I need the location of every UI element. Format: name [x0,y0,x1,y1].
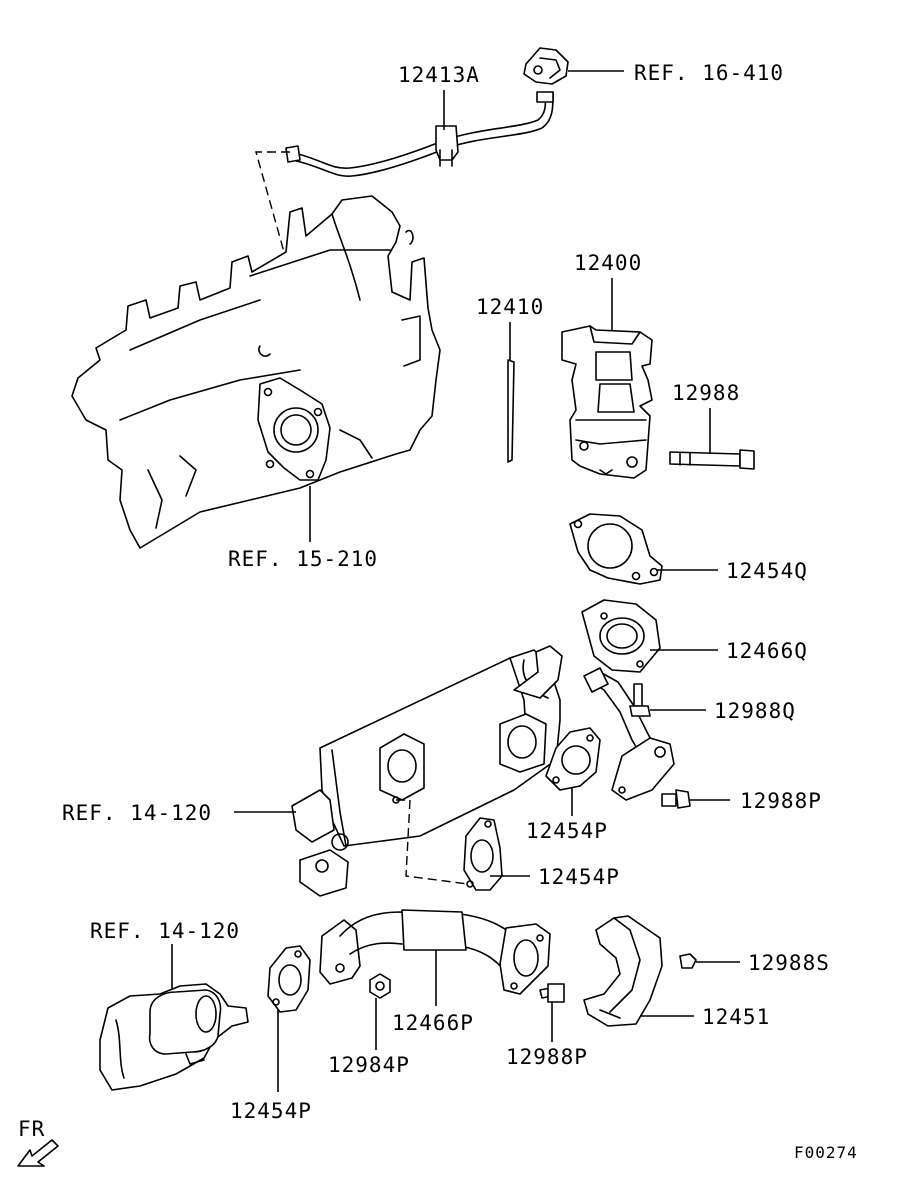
label-12454p-lower: 12454P [230,1099,312,1123]
bolt-12988 [669,449,755,470]
solenoid-connector [523,47,569,85]
label-12988q: 12988Q [714,699,796,723]
label-12988p-upper: 12988P [740,789,822,813]
label-12454p-upper: 12454P [526,819,608,843]
vacuum-hose-12413a [285,91,554,177]
label-ref-15-210: REF. 15-210 [228,547,378,571]
label-12454q: 12454Q [726,559,808,583]
stud-12988q [629,683,651,717]
front-arrow-icon [17,1139,59,1167]
egr-cooler [291,645,563,897]
bolt-12988s [679,953,697,969]
label-12413a: 12413A [398,63,480,87]
label-12400: 12400 [574,251,642,275]
engine-block [71,195,441,549]
label-12410: 12410 [476,295,544,319]
label-12988: 12988 [672,381,740,405]
gasket-12454p-b [463,817,503,891]
gasket-12410 [507,359,515,463]
pipe-12466p [319,909,551,995]
label-12466p: 12466P [392,1011,474,1035]
label-12451: 12451 [702,1005,770,1029]
nut-12984p [369,973,391,999]
lower-housing-ref14120 [99,983,249,1091]
label-12988p-lower: 12988P [506,1045,588,1069]
gasket-12454q [569,513,663,585]
egr-valve-12400 [561,325,653,479]
label-12988s: 12988S [748,951,830,975]
label-12454p-middle: 12454P [538,865,620,889]
heat-protector-12451 [583,915,663,1027]
engine-egr-flange [257,377,331,481]
label-fr: FR [18,1117,45,1141]
bolt-12988p-upper [661,789,691,809]
label-ref-16-410: REF. 16-410 [634,61,784,85]
label-ref-14-120-upper: REF. 14-120 [62,801,212,825]
label-12984p: 12984P [328,1053,410,1077]
gasket-12454p-c [267,945,311,1013]
dashed-cooler-gasket [396,799,469,885]
diagram-code: F00274 [794,1143,858,1162]
label-12466q: 12466Q [726,639,808,663]
dashed-hose-engine [255,151,313,353]
label-ref-14-120-lower: REF. 14-120 [90,919,240,943]
bolt-12988p-lower [539,983,565,1003]
gasket-12454p-a [545,727,601,791]
